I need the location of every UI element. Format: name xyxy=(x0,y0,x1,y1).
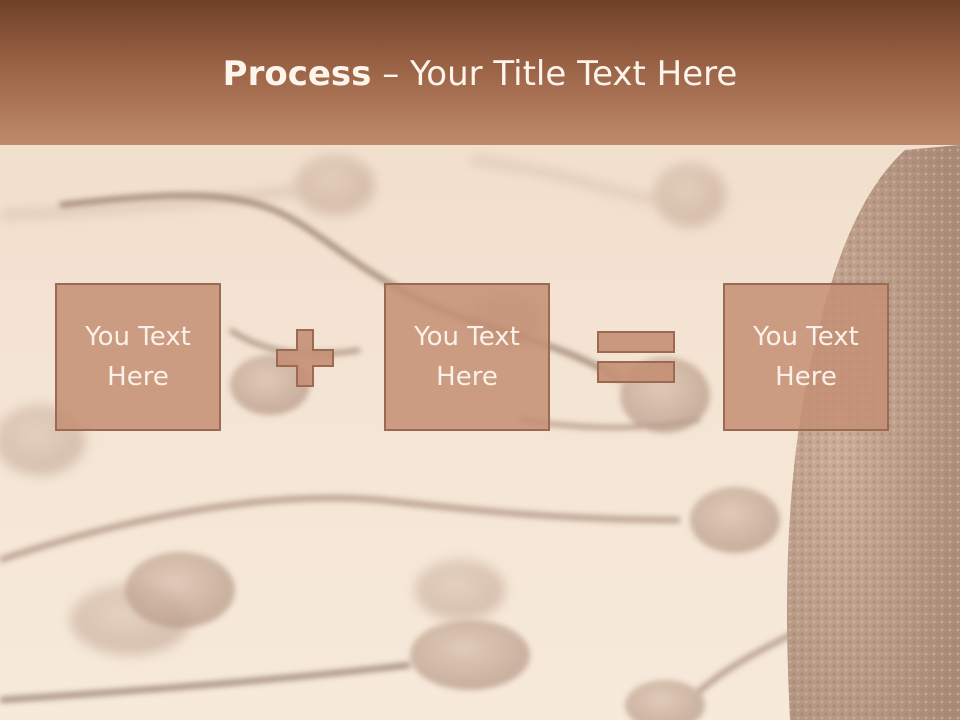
title-separator: – xyxy=(371,54,411,94)
process-box-label: You Text Here xyxy=(85,322,191,392)
process-box-1[interactable]: You Text Here xyxy=(55,283,221,431)
title-bar: Process – Your Title Text Here xyxy=(0,0,960,145)
process-box-label: You Text Here xyxy=(753,322,859,392)
process-box-2[interactable]: You Text Here xyxy=(384,283,550,431)
plus-icon xyxy=(276,329,334,387)
title-rest: Your Title Text Here xyxy=(410,54,738,94)
title-bold: Process xyxy=(222,54,372,94)
process-box-3[interactable]: You Text Here xyxy=(723,283,889,431)
process-box-label: You Text Here xyxy=(414,322,520,392)
page-title: Process – Your Title Text Here xyxy=(0,52,960,96)
equals-icon xyxy=(597,331,675,383)
